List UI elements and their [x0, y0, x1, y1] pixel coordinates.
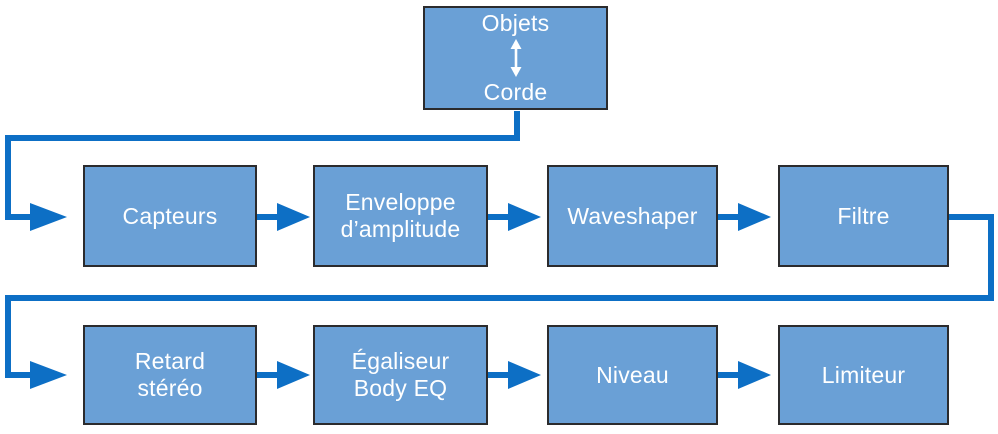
- node-egaliseur-body-eq: Égaliseur Body EQ: [313, 325, 488, 425]
- node-label: Enveloppe: [345, 189, 456, 215]
- arrowhead-into-enveloppe: [277, 203, 310, 231]
- node-label: Égaliseur: [351, 348, 450, 374]
- node-retard-stereo: Retard stéréo: [83, 325, 257, 425]
- connector-filtre-to-retard: [5, 214, 994, 378]
- node-label: Capteurs: [122, 202, 218, 229]
- node-corde-label: Corde: [483, 79, 548, 105]
- node-objets-label: Objets: [481, 10, 550, 36]
- arrowhead-into-limiteur: [738, 361, 771, 389]
- arrowhead-into-niveau: [508, 361, 541, 389]
- arrowhead-into-capteurs: [30, 203, 67, 231]
- node-label: Niveau: [596, 361, 669, 388]
- node-label: Waveshaper: [567, 202, 698, 229]
- node-limiteur: Limiteur: [778, 325, 949, 425]
- node-label: Filtre: [837, 202, 890, 229]
- arrowhead-into-retard: [30, 361, 67, 389]
- node-objets-corde: Objets Corde: [423, 6, 608, 110]
- arrowhead-into-waveshaper: [508, 203, 541, 231]
- arrowhead-into-egaliseur: [277, 361, 310, 389]
- bidirectional-arrow-icon: [510, 39, 521, 77]
- node-label: Retard: [134, 348, 206, 374]
- connector-corde-to-capteurs: [5, 111, 520, 220]
- node-filtre: Filtre: [778, 165, 949, 267]
- node-label: Limiteur: [821, 361, 906, 388]
- node-label: stéréo: [137, 375, 203, 401]
- arrowhead-into-filtre: [738, 203, 771, 231]
- node-label: Body EQ: [353, 375, 448, 401]
- node-capteurs: Capteurs: [83, 165, 257, 267]
- node-label: d’amplitude: [340, 216, 461, 242]
- node-enveloppe-amplitude: Enveloppe d’amplitude: [313, 165, 488, 267]
- node-niveau: Niveau: [547, 325, 718, 425]
- node-waveshaper: Waveshaper: [547, 165, 718, 267]
